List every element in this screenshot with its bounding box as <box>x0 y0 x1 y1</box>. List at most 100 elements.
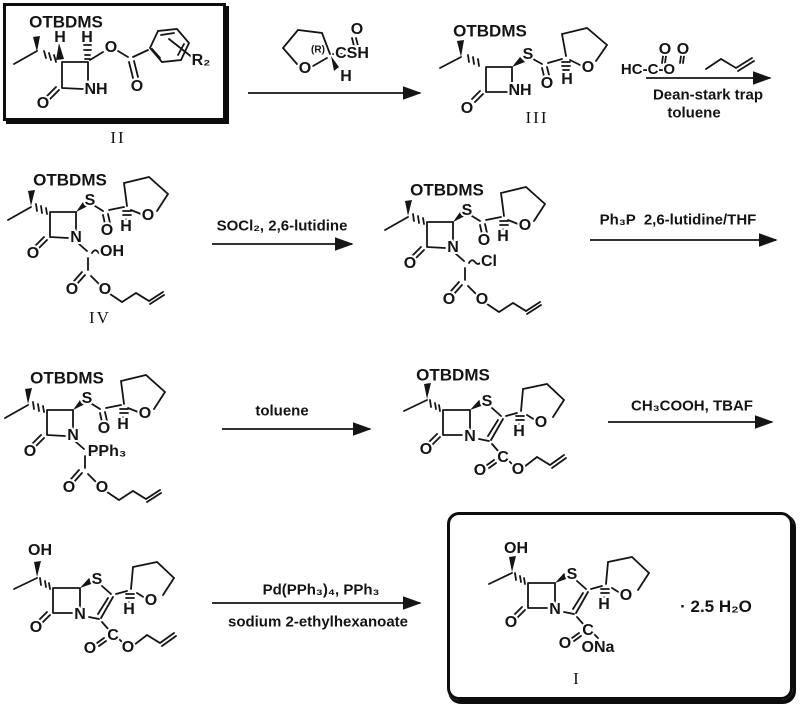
phosphorane-intermediate-atom-label: O <box>139 405 151 422</box>
compound-I-box <box>447 512 793 700</box>
compound-I-atom-label: S <box>567 566 578 583</box>
chloro-intermediate-atom-label: O <box>443 291 455 308</box>
step6-base-label: sodium 2-ethylhexanoate <box>227 613 409 631</box>
penem-otbdms-atom-label: H <box>513 423 525 440</box>
penem-oh-atom-label: O <box>145 592 157 609</box>
compound-II-atom-label: H <box>81 29 93 46</box>
thioacid-reagent-atom-label: O <box>299 60 311 77</box>
compound-I-atom-label: N <box>549 601 561 618</box>
compound-IV-atom-label: OH <box>100 243 124 260</box>
hydrate-label: · 2.5 H₂O <box>680 597 752 616</box>
compound-II-atom-label: O <box>131 78 143 95</box>
compound-III-atom-label: O <box>541 75 553 92</box>
phosphorane-intermediate-atom-label: O <box>96 479 108 496</box>
penem-otbdms-atom-label: S <box>482 393 493 410</box>
compound-III-atom-label: S <box>523 46 534 63</box>
thioacid-reagent-atom-label: O <box>351 21 363 38</box>
phosphorane-intermediate-atom-label: S <box>82 390 93 407</box>
step3-reagent-label: Ph₃P 2,6-lutidine/THF <box>599 211 757 229</box>
compound-II-box <box>3 3 226 121</box>
compound-I-atom-label: ONa <box>582 639 615 656</box>
compound-I-atom-label: OH <box>504 540 528 557</box>
compound-II-numeral: II <box>110 128 125 147</box>
allyl-glyoxylate-atom-label: O <box>677 41 689 58</box>
thioacid-reagent-atom-label: (R) <box>311 45 325 56</box>
compound-II-atom-label: NH <box>84 81 107 98</box>
phosphorane-intermediate-atom-label: N <box>67 427 79 444</box>
chloro-intermediate-atom-label: O <box>519 217 531 234</box>
chloro-intermediate-atom-label: H <box>497 228 509 245</box>
compound-III-atom-label: O <box>582 59 594 76</box>
compound-III-numeral: III <box>526 108 549 127</box>
compound-III-atom-label: O <box>461 100 473 117</box>
compound-II-atom-label: O <box>105 39 117 56</box>
penem-oh-atom-label: S <box>92 571 103 588</box>
step6-reagent-label: Pd(PPh₃)₄, PPh₃ <box>262 581 380 599</box>
chloro-intermediate-atom-label: N <box>447 239 459 256</box>
compound-IV-atom-label: O <box>101 222 113 239</box>
step4-reagent-label: toluene <box>255 402 309 420</box>
chloro-intermediate-atom-label: O <box>404 255 416 272</box>
compound-IV-atom-label: O <box>27 245 39 262</box>
penem-oh-atom-label: O <box>84 640 96 657</box>
phosphorane-intermediate-atom-label: O <box>63 479 75 496</box>
thioacid-reagent-atom-label: CSH <box>335 45 369 62</box>
structure-compound-II <box>13 28 194 100</box>
compound-IV-atom-label: O <box>66 281 78 298</box>
penem-otbdms-atom-label: O <box>474 462 486 479</box>
penem-oh-atom-label: OH <box>28 542 52 559</box>
compound-III-atom-label: H <box>561 71 573 88</box>
compound-I-atom-label: O <box>620 587 632 604</box>
compound-IV-atom-label: OTBDMS <box>33 170 107 189</box>
compound-III-atom-label: NH <box>508 82 531 99</box>
structure-phosphorane-intermediate <box>4 374 166 503</box>
phosphorane-intermediate-atom-label: OTBDMS <box>30 368 104 387</box>
compound-IV-atom-label: H <box>120 218 132 235</box>
phosphorane-intermediate-atom-label: O <box>24 443 36 460</box>
allyl-glyoxylate-atom-label: HC-C-O <box>621 61 675 78</box>
penem-oh-atom-label: H <box>123 601 135 618</box>
chloro-intermediate-atom-label: O <box>476 291 488 308</box>
chloro-intermediate-atom-label: OTBDMS <box>410 180 484 199</box>
compound-II-atom-label: R₂ <box>192 52 211 69</box>
structure-thioacid-reagent <box>281 29 359 71</box>
compound-II-atom-label: H <box>54 29 66 46</box>
penem-otbdms-atom-label: O <box>535 414 547 431</box>
penem-otbdms-atom-label: N <box>464 428 476 445</box>
penem-otbdms-atom-label: O <box>420 441 432 458</box>
structure-compound-III <box>439 27 609 103</box>
step2-reagent-label: SOCl₂, 2,6-lutidine <box>216 217 348 235</box>
step5-reagent-label: CH₃COOH, TBAF <box>631 397 753 415</box>
compound-II-atom-label: O <box>37 95 49 112</box>
penem-oh-atom-label: O <box>30 619 42 636</box>
compound-I-numeral: I <box>573 669 581 688</box>
compound-IV-numeral: IV <box>89 308 111 327</box>
compound-III-atom-label: OTBDMS <box>453 21 527 40</box>
compound-IV-atom-label: S <box>85 192 96 209</box>
dean-stark-label: Dean-stark trap <box>652 86 764 104</box>
compound-I-atom-label: C <box>582 622 594 639</box>
penem-oh-atom-label: C <box>107 627 119 644</box>
compound-IV-atom-label: N <box>70 229 82 246</box>
compound-IV-atom-label: O <box>99 281 111 298</box>
chloro-intermediate-atom-label: O <box>478 232 490 249</box>
allyl-glyoxylate-atom-label: O <box>659 41 671 58</box>
chloro-intermediate-atom-label: S <box>462 202 473 219</box>
penem-otbdms-atom-label: O <box>512 461 524 478</box>
phosphorane-intermediate-atom-label: O <box>98 420 110 437</box>
penem-oh-atom-label: N <box>74 606 86 623</box>
thioacid-reagent-atom-label: H <box>340 68 352 85</box>
structure-allyl-glyoxylate <box>661 55 755 72</box>
compound-I-atom-label: O <box>559 635 571 652</box>
compound-IV-atom-label: O <box>142 207 154 224</box>
compound-I-atom-label: H <box>598 596 610 613</box>
compound-II-atom-label: OTBDMS <box>29 12 103 31</box>
dean-stark-solvent-label: toluene <box>667 104 721 122</box>
phosphorane-intermediate-atom-label: H <box>117 416 129 433</box>
penem-otbdms-atom-label: OTBDMS <box>416 365 490 384</box>
phosphorane-intermediate-atom-label: PPh₃ <box>88 443 127 460</box>
penem-oh-atom-label: O <box>122 639 134 656</box>
compound-I-atom-label: O <box>505 614 517 631</box>
